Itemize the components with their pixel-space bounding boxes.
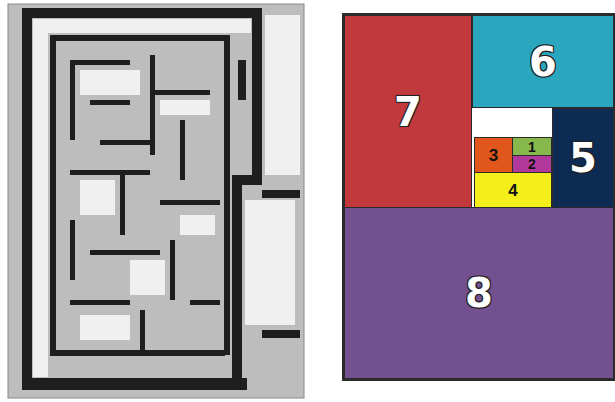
fib-square: 8 <box>344 207 614 379</box>
square-number: 5 <box>569 138 597 178</box>
square-number: 4 <box>508 182 517 199</box>
ruins-walls <box>22 8 300 390</box>
photo-frame <box>8 4 304 398</box>
diagram-ground <box>343 14 615 380</box>
fib-square: 7 <box>344 15 472 208</box>
square-number: 7 <box>394 92 422 132</box>
square-number: 8 <box>465 273 493 313</box>
square-number: 3 <box>489 147 498 164</box>
square-number: 6 <box>529 42 557 82</box>
fib-square: 5 <box>552 108 614 208</box>
fib-square: 6 <box>472 15 614 108</box>
ruins-highlights <box>33 15 300 377</box>
square-number: 2 <box>528 157 536 171</box>
fib-square: 2 <box>512 155 552 173</box>
fib-square: 1 <box>512 137 552 156</box>
fib-square: 3 <box>474 137 513 173</box>
photo-ground <box>8 4 304 398</box>
square-number: 1 <box>528 140 536 154</box>
fib-square: 4 <box>474 172 552 208</box>
